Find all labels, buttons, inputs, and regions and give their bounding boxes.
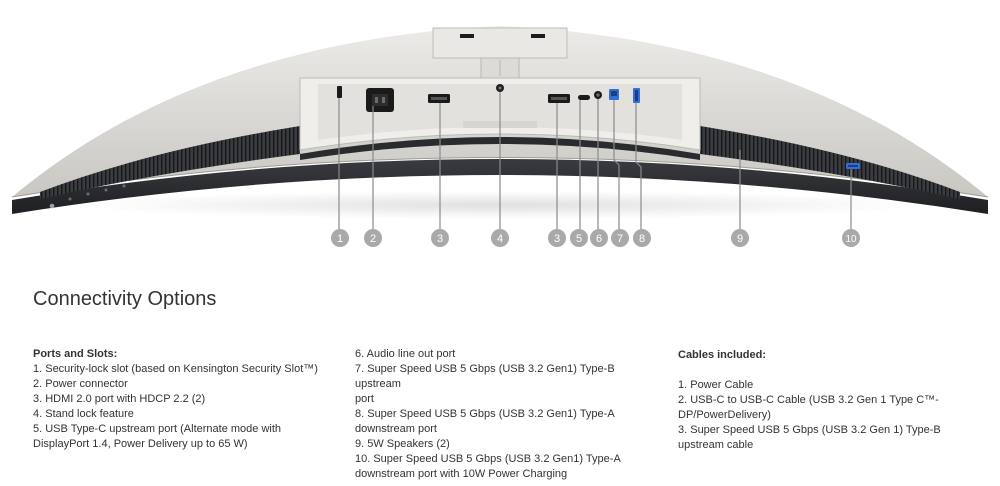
port-item: 3. HDMI 2.0 port with HDCP 2.2 (2) bbox=[33, 393, 206, 405]
callout-3a: 3 bbox=[431, 229, 449, 247]
center-rim bbox=[300, 137, 700, 160]
port-item: 7. Super Speed USB 5 Gbps (USB 3.2 Gen1)… bbox=[355, 363, 615, 390]
cable-item: 3. Super Speed USB 5 Gbps (USB 3.2 Gen 1… bbox=[678, 424, 941, 436]
callout-7: 7 bbox=[611, 229, 629, 247]
callout-6: 6 bbox=[590, 229, 608, 247]
port-item: 1. Security-lock slot (based on Kensingt… bbox=[33, 363, 318, 375]
port-item: downstream port with 10W Power Charging bbox=[355, 468, 568, 480]
port-item: 2. Power connector bbox=[33, 378, 128, 390]
usb-c-port bbox=[578, 95, 590, 100]
callout-5: 5 bbox=[570, 229, 588, 247]
callout-4: 4 bbox=[491, 229, 509, 247]
hdmi-port-2 bbox=[548, 94, 570, 103]
cables-column: Cables included: 1. Power Cable 2. USB-C… bbox=[678, 347, 978, 453]
cable-item: DP/PowerDelivery) bbox=[678, 409, 771, 421]
port-item: 4. Stand lock feature bbox=[33, 408, 134, 420]
security-lock-slot bbox=[337, 86, 342, 98]
port-item: DisplayPort 1.4, Power Delivery up to 65… bbox=[33, 438, 248, 450]
callout-10: 10 bbox=[842, 229, 860, 247]
port-item: 6. Audio line out port bbox=[355, 348, 456, 360]
svg-text:1: 1 bbox=[337, 233, 343, 245]
svg-text:6: 6 bbox=[596, 233, 602, 245]
callout-1: 1 bbox=[331, 229, 349, 247]
callout-2: 2 bbox=[364, 229, 382, 247]
cables-header: Cables included: bbox=[678, 349, 767, 361]
front-bezel bbox=[12, 159, 988, 214]
left-vent bbox=[40, 126, 300, 199]
port-item: 10. Super Speed USB 5 Gbps (USB 3.2 Gen1… bbox=[355, 453, 621, 465]
port-item: downstream port bbox=[355, 423, 437, 435]
audio-out-port bbox=[594, 91, 602, 99]
svg-text:5: 5 bbox=[576, 233, 582, 245]
svg-text:10: 10 bbox=[845, 234, 857, 245]
hdmi-port-1 bbox=[428, 94, 450, 103]
ports-column-1: Ports and Slots: 1. Security-lock slot (… bbox=[33, 347, 333, 452]
ports-column-2: 6. Audio line out port 7. Super Speed US… bbox=[355, 347, 655, 482]
port-item: port bbox=[355, 393, 374, 405]
leader-lines bbox=[338, 92, 852, 229]
usb-a-charging-port bbox=[846, 163, 860, 169]
power-connector bbox=[366, 88, 394, 112]
svg-text:3: 3 bbox=[554, 233, 560, 245]
callout-9: 9 bbox=[731, 229, 749, 247]
cable-item: 2. USB-C to USB-C Cable (USB 3.2 Gen 1 T… bbox=[678, 394, 939, 406]
port-item: 9. 5W Speakers (2) bbox=[355, 438, 450, 450]
usb-a-port bbox=[633, 88, 640, 103]
svg-text:2: 2 bbox=[370, 233, 376, 245]
usb-b-port bbox=[609, 89, 619, 100]
port-item: 8. Super Speed USB 5 Gbps (USB 3.2 Gen1)… bbox=[355, 408, 615, 420]
port-item: 5. USB Type-C upstream port (Alternate m… bbox=[33, 423, 282, 435]
cable-item: 1. Power Cable bbox=[678, 379, 754, 391]
callout-3b: 3 bbox=[548, 229, 566, 247]
svg-text:3: 3 bbox=[437, 233, 443, 245]
svg-text:7: 7 bbox=[617, 233, 623, 245]
stand-lock bbox=[496, 84, 504, 92]
joystick-buttons bbox=[49, 184, 126, 209]
callout-8: 8 bbox=[633, 229, 651, 247]
svg-text:8: 8 bbox=[639, 233, 645, 245]
svg-text:4: 4 bbox=[497, 233, 503, 245]
monitor-rear-illustration: 1 2 3 4 3 5 6 7 8 9 10 bbox=[11, 26, 989, 247]
svg-text:9: 9 bbox=[737, 233, 743, 245]
ports-header: Ports and Slots: bbox=[33, 348, 118, 360]
section-title: Connectivity Options bbox=[33, 288, 217, 310]
right-vent bbox=[700, 126, 960, 199]
cable-item: upstream cable bbox=[678, 439, 754, 451]
